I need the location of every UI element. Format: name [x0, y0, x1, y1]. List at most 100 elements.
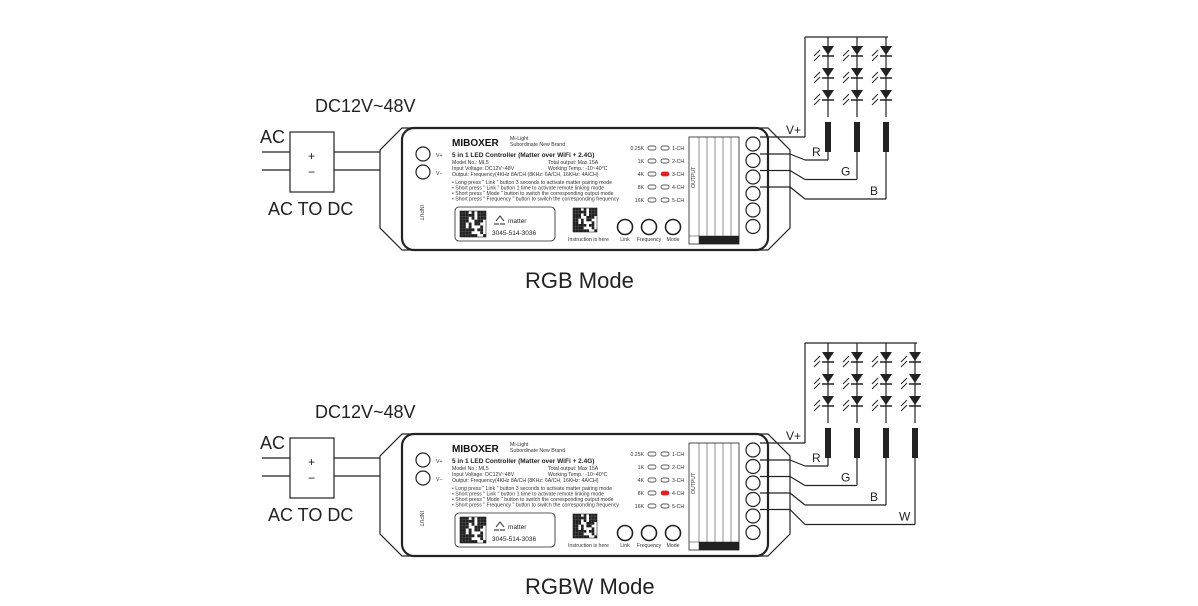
- qr-cell: [581, 530, 584, 533]
- led-ray: [842, 98, 850, 106]
- qr-cell: [586, 218, 589, 222]
- output-terminal: [745, 491, 761, 508]
- qr-cell: [480, 525, 484, 529]
- qr-cell: [591, 221, 595, 224]
- qr-cell: [573, 522, 576, 525]
- qr-cell: [581, 532, 584, 536]
- qr-cell: [477, 219, 481, 223]
- qr-cell: [468, 528, 472, 532]
- qr-cell: [462, 519, 466, 523]
- qr-cell: [573, 216, 576, 219]
- qr-cell: [460, 528, 463, 532]
- qr-cell: [468, 228, 472, 232]
- qr-cell: [575, 224, 579, 227]
- qr-cell: [471, 517, 475, 520]
- led-strip-end: [854, 122, 860, 152]
- qr-cell: [591, 208, 595, 211]
- qr-cell: [460, 228, 463, 232]
- output-terminal: [745, 185, 761, 202]
- qr-cell: [575, 532, 579, 536]
- qr-cell: [465, 231, 469, 235]
- qr-cell: [462, 522, 466, 526]
- qr-cell: [578, 514, 581, 517]
- plus-sign: +: [308, 455, 315, 469]
- qr-cell: [460, 231, 463, 235]
- qr-cell: [474, 222, 478, 226]
- qr-cell: [586, 524, 589, 528]
- note-line: • Short press " Mode " button to switch …: [452, 497, 614, 503]
- qr-cell: [462, 211, 466, 214]
- qr-cell: [578, 229, 581, 232]
- channel-label: 5-CH: [672, 504, 684, 510]
- qr-cell: [578, 208, 581, 211]
- input-vminus-label: V−: [436, 171, 443, 177]
- ac-label: AC: [260, 127, 285, 147]
- minus-sign: −: [308, 165, 315, 179]
- matter-label: matter: [508, 218, 527, 225]
- led-ray: [871, 360, 879, 368]
- brand-sub2: Subordinate New Brand: [510, 448, 565, 454]
- qr-cell: [591, 522, 595, 525]
- instruction-qr-code: [572, 207, 598, 233]
- input-terminal-minus: [415, 164, 431, 180]
- led-ray: [842, 49, 850, 57]
- qr-cell: [460, 216, 463, 220]
- led-ray: [900, 399, 908, 407]
- freq-label: 8K: [638, 491, 645, 497]
- product-title: 5 in 1 LED Controller (Matter over WiFi …: [452, 458, 594, 465]
- minus-sign: −: [308, 471, 315, 485]
- channel-label-b: B: [870, 184, 878, 198]
- freq-label: 1K: [638, 465, 645, 471]
- button-label: Link: [620, 237, 630, 243]
- qr-cell: [460, 534, 463, 538]
- qr-cell: [591, 210, 595, 214]
- qr-cell: [594, 229, 597, 232]
- output-terminal: [745, 458, 761, 475]
- freq-label: 16K: [635, 504, 645, 510]
- button-link: [616, 524, 634, 542]
- qr-cell: [465, 219, 469, 223]
- freq-indicator: [647, 477, 657, 483]
- qr-cell: [460, 225, 463, 229]
- qr-cell: [591, 216, 595, 219]
- button-link: [616, 218, 634, 236]
- qr-cell: [465, 517, 469, 520]
- qr-cell: [465, 228, 469, 232]
- qr-cell: [477, 216, 481, 220]
- channel-label: 1-CH: [672, 452, 684, 458]
- qr-cell: [573, 535, 576, 538]
- qr-cell: [480, 531, 484, 535]
- qr-cell: [594, 519, 597, 522]
- qr-cell: [581, 535, 584, 538]
- qr-cell: [483, 234, 486, 237]
- channel-label-r: R: [812, 145, 821, 159]
- qr-cell: [578, 532, 581, 536]
- brand-sub1: Mi-Light: [510, 136, 529, 142]
- matter-code: 3045-514-3036: [492, 536, 536, 543]
- product-title: 5 in 1 LED Controller (Matter over WiFi …: [452, 152, 594, 159]
- qr-cell: [468, 222, 472, 226]
- freq-label: 4K: [638, 478, 645, 484]
- brand-sub2: Subordinate New Brand: [510, 142, 565, 148]
- qr-cell: [483, 517, 486, 520]
- qr-cell: [589, 524, 592, 528]
- qr-cell: [591, 530, 595, 533]
- qr-cell: [578, 522, 581, 525]
- qr-cell: [471, 234, 475, 237]
- freq-label: 16K: [635, 198, 645, 204]
- qr-cell: [460, 211, 463, 214]
- freq-label: 8K: [638, 185, 645, 191]
- input-vplus-label: V+: [436, 153, 443, 159]
- qr-cell: [465, 525, 469, 529]
- note-line: • Short press " Frequency " button to sw…: [452, 503, 619, 509]
- channel-label-b: B: [870, 490, 878, 504]
- qr-cell: [460, 531, 463, 535]
- qr-cell: [483, 522, 486, 526]
- qr-cell: [483, 540, 486, 543]
- led-ray: [813, 49, 821, 57]
- qr-cell: [589, 516, 592, 520]
- qr-cell: [573, 226, 576, 230]
- qr-cell: [591, 527, 595, 530]
- led-ray: [813, 399, 821, 407]
- qr-cell: [468, 534, 472, 538]
